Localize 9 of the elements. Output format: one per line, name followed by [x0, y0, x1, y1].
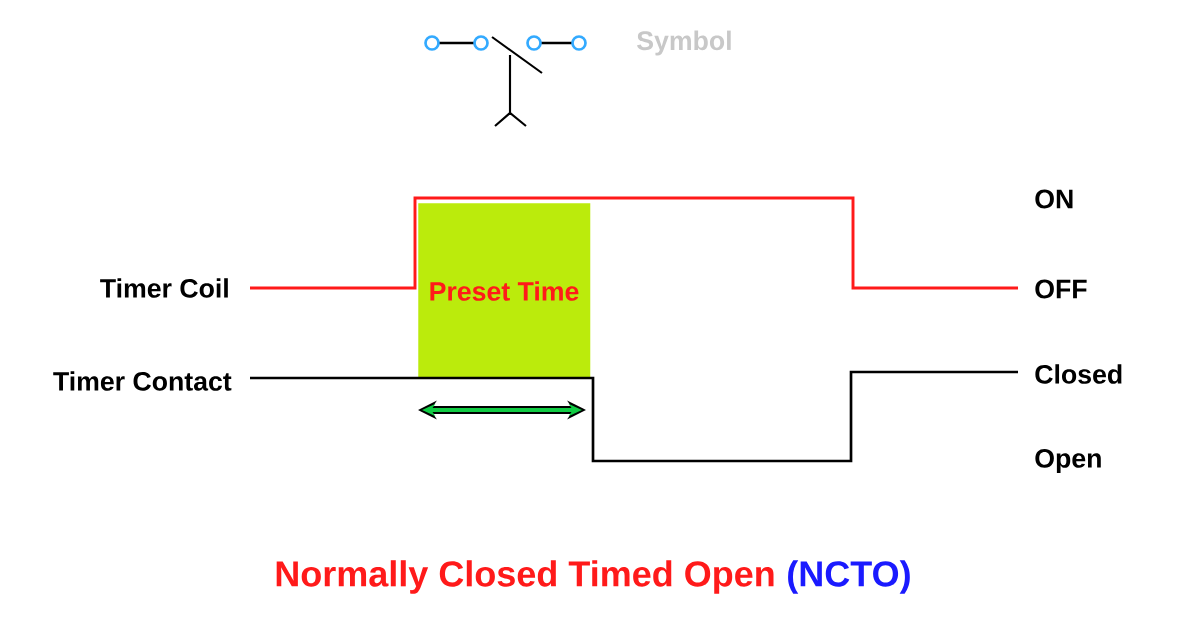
signal-label: Timer Contact	[53, 371, 232, 391]
state-label: OFF	[1035, 279, 1087, 299]
state-label: Open	[1035, 448, 1101, 474]
preset-time-box: Preset Time	[418, 203, 591, 379]
title-abbreviation: (NCTO)	[788, 560, 910, 594]
title: Normally Closed Timed Open	[276, 560, 774, 594]
signal-label: Timer Coil	[100, 278, 228, 298]
state-label: Closed	[1035, 364, 1122, 384]
state-label: ON	[1035, 189, 1073, 209]
